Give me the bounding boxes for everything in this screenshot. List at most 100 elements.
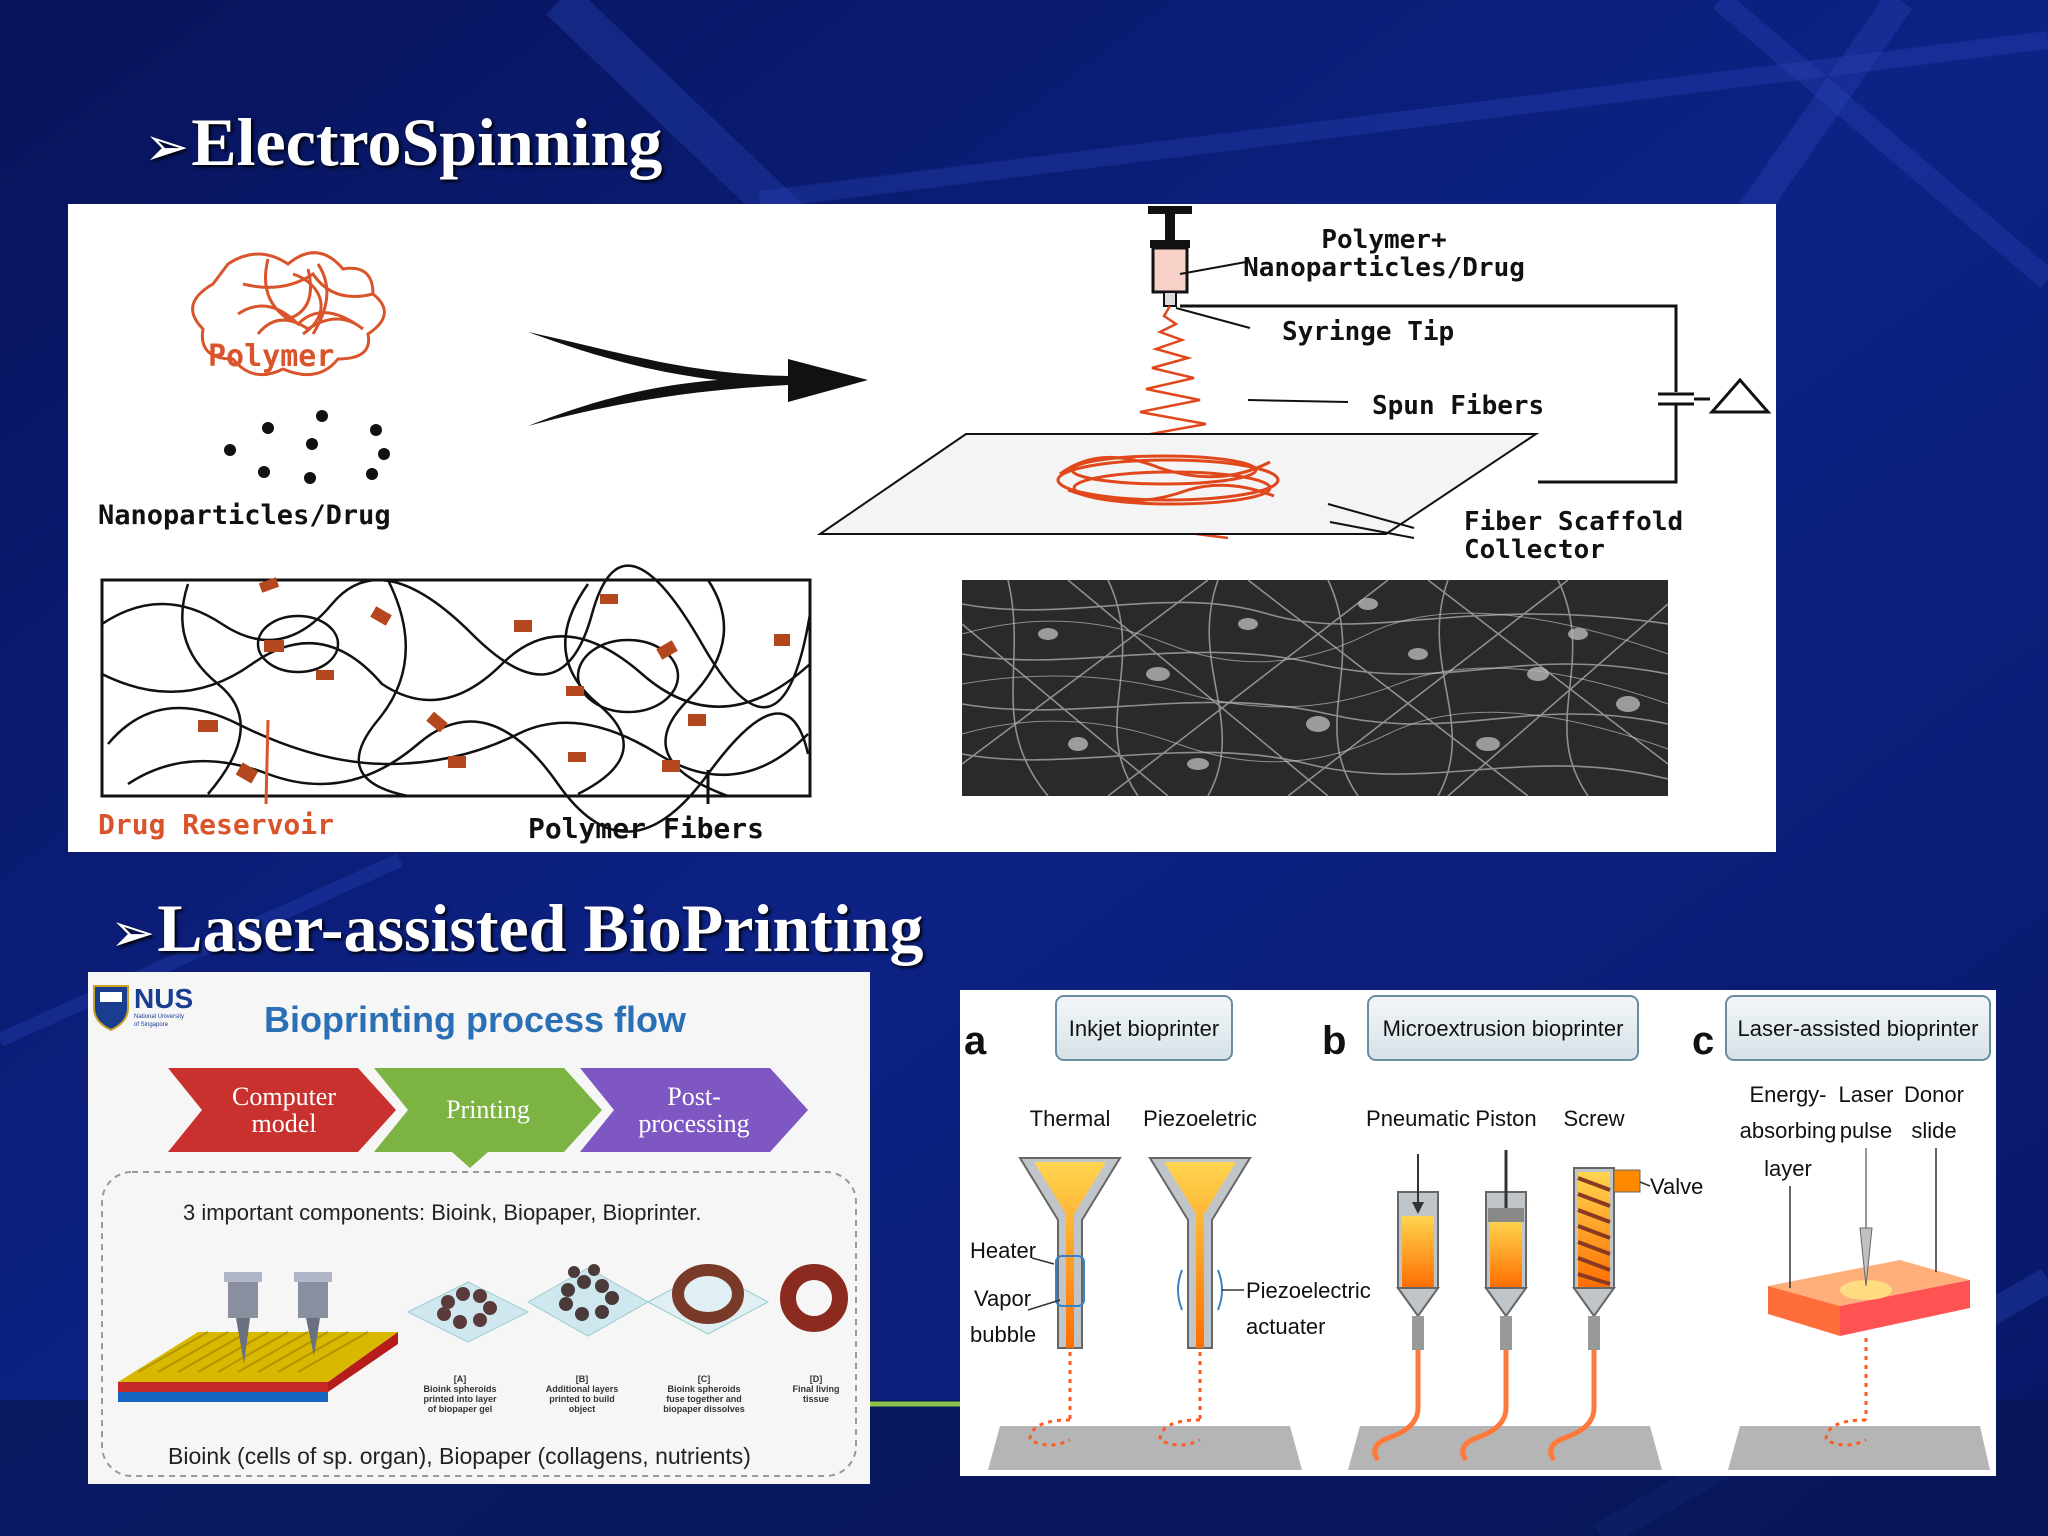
flow-step-computer-model: Computer model xyxy=(168,1068,396,1152)
svg-text:Piezoelectric: Piezoelectric xyxy=(1246,1278,1371,1303)
stage-captions: [A] Bioink spheroids printed into layer … xyxy=(423,1374,839,1414)
panel-a-letter: a xyxy=(964,1019,987,1063)
nanoparticle-dots-icon xyxy=(224,410,390,484)
bioprinter-types-svg: a Inkjet bioprinter Thermal Piezoeletric… xyxy=(964,995,1991,1470)
svg-text:absorbing: absorbing xyxy=(1740,1118,1837,1143)
panel-a-title-box xyxy=(1055,995,1233,1061)
stage-c-icon xyxy=(646,1264,770,1335)
panel-b-title-box xyxy=(1367,995,1639,1061)
svg-text:bubble: bubble xyxy=(970,1322,1036,1347)
drug-reservoir-marks xyxy=(198,577,790,784)
screw-nozzle-icon xyxy=(1572,1167,1651,1350)
flow-step-printing: Printing xyxy=(374,1068,602,1168)
components-box xyxy=(101,1171,857,1477)
svg-text:tissue: tissue xyxy=(803,1394,829,1404)
voltage-circuit xyxy=(1180,304,1772,484)
drug-reservoir-pointer xyxy=(264,719,270,805)
svg-text:Screw: Screw xyxy=(1563,1106,1624,1131)
heading-bioprinting: ➢Laser-assisted BioPrinting xyxy=(110,890,924,966)
svg-text:National University: National University xyxy=(134,1014,184,1020)
stage-a-icon xyxy=(406,1281,530,1343)
sem-fiber-image xyxy=(961,579,1669,797)
heading-electrospinning: ➢ElectroSpinning xyxy=(144,104,663,180)
svg-text:Thermal: Thermal xyxy=(1030,1106,1111,1131)
svg-text:Vapor: Vapor xyxy=(974,1286,1031,1311)
svg-text:Computer: Computer xyxy=(232,1082,336,1111)
pneumatic-nozzle-icon xyxy=(1396,1154,1440,1350)
polymer-fiber-lines xyxy=(101,564,812,833)
svg-text:Additional layers: Additional layers xyxy=(546,1384,619,1394)
fiber-mat-icon xyxy=(1056,454,1280,506)
collector-label-2: Collector xyxy=(1464,535,1605,565)
svg-text:[C]: [C] xyxy=(698,1374,711,1384)
stage-b-icon xyxy=(526,1264,650,1337)
laser-donor-slide-icon xyxy=(1768,1148,1970,1336)
svg-text:slide: slide xyxy=(1911,1118,1956,1143)
nus-logo: NUS National University of Singapore xyxy=(93,983,193,1032)
panel-c-title-box xyxy=(1725,995,1991,1061)
svg-text:Piezoeletric: Piezoeletric xyxy=(1143,1106,1257,1131)
flow-step-post-processing: Post- processing xyxy=(580,1068,808,1152)
polymer-fibers-label: Polymer Fibers xyxy=(528,812,764,845)
syringe-tip-label: Syringe Tip xyxy=(1282,317,1454,347)
piezo-nozzle-icon xyxy=(1148,1157,1252,1349)
printed-droplets xyxy=(1028,1338,1868,1447)
nanoparticles-label: Nanoparticles/Drug xyxy=(98,500,391,531)
svg-text:Printing: Printing xyxy=(446,1095,530,1124)
svg-text:NUS: NUS xyxy=(134,983,193,1014)
substrate-plates xyxy=(988,1426,1990,1470)
bullet-arrow-icon: ➢ xyxy=(110,901,156,964)
bioprinter-types-diagram: a Inkjet bioprinter Thermal Piezoeletric… xyxy=(960,990,1996,1476)
process-arrow-icon xyxy=(528,332,868,426)
svg-text:Bioink spheroids: Bioink spheroids xyxy=(667,1384,740,1394)
svg-text:Energy-: Energy- xyxy=(1749,1082,1826,1107)
svg-text:object: object xyxy=(569,1404,596,1414)
panel-b-title: Microextrusion bioprinter xyxy=(1383,1016,1624,1041)
svg-text:Bioink spheroids: Bioink spheroids xyxy=(423,1384,496,1394)
panel-a-title: Inkjet bioprinter xyxy=(1069,1016,1219,1041)
svg-text:Pneumatic: Pneumatic xyxy=(1366,1106,1470,1131)
svg-text:layer: layer xyxy=(1764,1156,1812,1181)
electrospinning-svg: Polymer Nanoparticles/Drug Polymer+ Nano… xyxy=(98,206,1772,845)
syringe-contents-label-2: Nanoparticles/Drug xyxy=(1243,253,1525,283)
syringe-contents-label-1: Polymer+ xyxy=(1321,225,1446,255)
thermal-nozzle-icon xyxy=(1018,1157,1122,1349)
polymer-label: Polymer xyxy=(208,339,334,374)
panel-b-letter: b xyxy=(1322,1019,1346,1063)
svg-text:[B]: [B] xyxy=(576,1374,589,1384)
svg-text:Laser: Laser xyxy=(1838,1082,1893,1107)
svg-text:[A]: [A] xyxy=(454,1374,467,1384)
syringe-icon xyxy=(1148,206,1192,307)
spun-fibers-label: Spun Fibers xyxy=(1372,391,1544,421)
bullet-arrow-icon: ➢ xyxy=(144,115,190,178)
svg-text:printed to build: printed to build xyxy=(549,1394,615,1404)
bioprinter-nozzles-icon xyxy=(118,1272,398,1402)
drug-reservoir-label: Drug Reservoir xyxy=(98,808,334,841)
piston-nozzle-icon xyxy=(1484,1150,1528,1350)
svg-text:printed into layer: printed into layer xyxy=(423,1394,497,1404)
svg-text:of Singapore: of Singapore xyxy=(134,1022,169,1028)
bioink-footer: Bioink (cells of sp. organ), Biopaper (c… xyxy=(168,1443,751,1469)
bioprinting-process-flow: NUS National University of Singapore Bio… xyxy=(88,972,870,1484)
svg-text:actuater: actuater xyxy=(1246,1314,1326,1339)
collector-label-1: Fiber Scaffold xyxy=(1464,507,1683,537)
stage-d-icon xyxy=(780,1264,848,1332)
svg-text:Post-: Post- xyxy=(667,1082,720,1111)
svg-text:biopaper dissolves: biopaper dissolves xyxy=(663,1404,745,1414)
svg-text:of biopaper gel: of biopaper gel xyxy=(428,1404,493,1414)
process-flow-svg: NUS National University of Singapore Bio… xyxy=(93,983,857,1477)
electrospinning-diagram: Polymer Nanoparticles/Drug Polymer+ Nano… xyxy=(68,204,1776,852)
svg-text:pulse: pulse xyxy=(1840,1118,1893,1143)
svg-text:Final living: Final living xyxy=(792,1384,839,1394)
svg-text:Valve: Valve xyxy=(1650,1174,1703,1199)
panel-c-title: Laser-assisted bioprinter xyxy=(1738,1016,1979,1041)
panel-c-letter: c xyxy=(1692,1019,1714,1063)
svg-text:processing: processing xyxy=(638,1109,749,1138)
extruded-filaments xyxy=(1372,1350,1597,1462)
svg-text:Heater: Heater xyxy=(970,1238,1036,1263)
svg-text:Piston: Piston xyxy=(1475,1106,1536,1131)
polymer-tangle-icon xyxy=(191,251,386,377)
svg-text:Donor: Donor xyxy=(1904,1082,1964,1107)
svg-text:fuse together and: fuse together and xyxy=(666,1394,742,1404)
process-flow-title: Bioprinting process flow xyxy=(264,999,687,1040)
